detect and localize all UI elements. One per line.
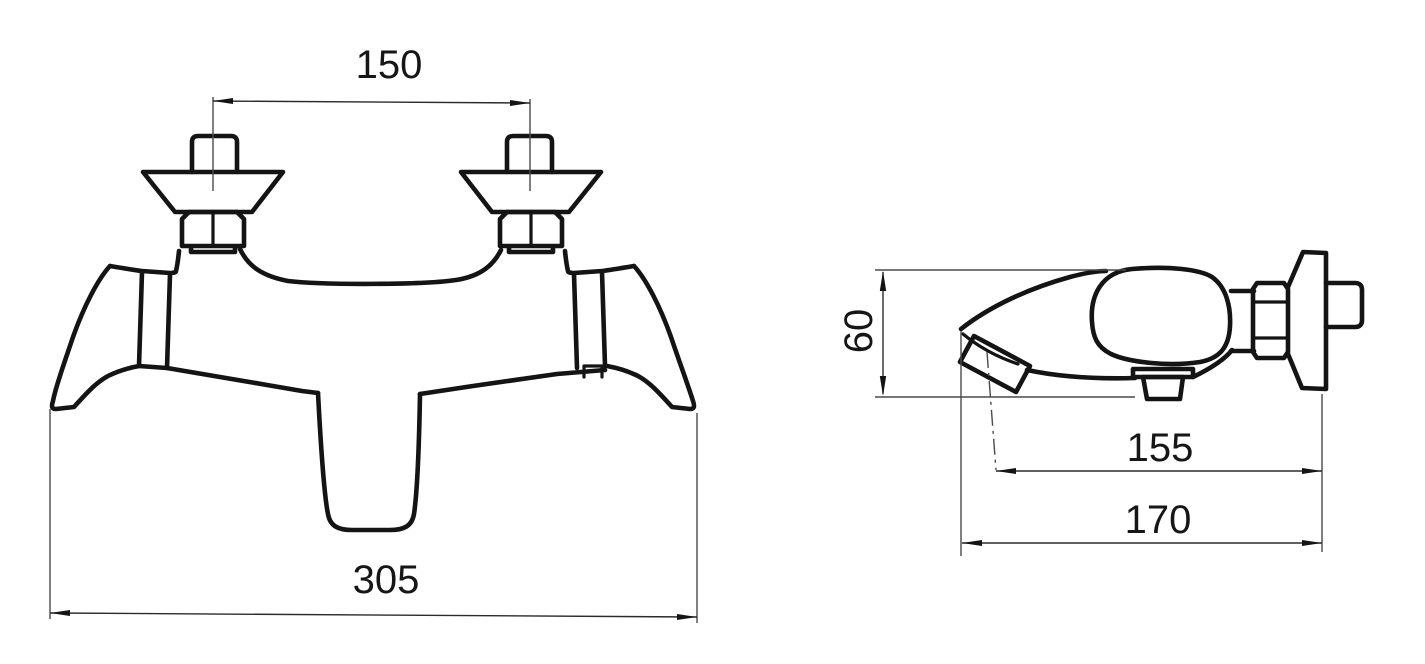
dim-305-extension-lines — [49, 409, 698, 623]
aerator-outline — [957, 333, 1033, 395]
dim-170-arrow-right — [1302, 540, 1322, 546]
side-nut-facets — [1252, 300, 1289, 340]
left-connector-stud — [189, 133, 240, 175]
dim-150-arrow-left — [213, 98, 233, 104]
dim-60-label: 60 — [837, 309, 881, 354]
dim-150-label: 150 — [356, 43, 423, 87]
outlet-box — [1140, 374, 1186, 402]
left-handle-wing — [49, 263, 142, 412]
right-connector-flange — [458, 169, 604, 215]
diverter-detail — [582, 364, 604, 379]
dim-305: 305 — [49, 409, 698, 623]
dim-305-arrow-left — [50, 610, 70, 616]
aerator-detail-line — [979, 371, 1005, 387]
left-connector-washer — [188, 244, 238, 255]
dim-155: 155 — [996, 426, 1322, 474]
right-wing-top-edge — [562, 248, 637, 276]
left-connector-flange — [140, 169, 286, 215]
dim-60-arrow-top — [879, 271, 887, 291]
right-connector-nut — [497, 209, 565, 249]
dim-155-arrow-left — [996, 468, 1016, 474]
side-body-top-edge — [958, 268, 1109, 332]
wall-flange — [1285, 249, 1329, 392]
body-saddle — [237, 246, 504, 287]
right-connector — [458, 133, 604, 255]
dim-60-arrow-bottom — [879, 376, 887, 396]
right-connector-washer — [506, 244, 556, 255]
right-handle-wing — [604, 263, 697, 412]
side-hex-nut — [1250, 280, 1291, 361]
dim-150-arrow-right — [510, 100, 530, 106]
dim-305-line — [49, 612, 698, 618]
left-connector-nut — [179, 209, 247, 249]
handle-cap — [1089, 265, 1233, 367]
side-view: 60 155 170 — [837, 249, 1365, 556]
side-body-underside — [1024, 367, 1138, 381]
dim-170-arrow-left — [962, 540, 982, 546]
side-nut-outline — [1250, 280, 1291, 361]
wall-stud — [1323, 280, 1365, 330]
left-wing-top-edge — [107, 248, 182, 276]
dim-170-label: 170 — [1125, 498, 1192, 542]
dim-305-arrow-right — [677, 614, 697, 620]
right-joint-band — [571, 269, 608, 371]
left-joint-band — [136, 269, 173, 371]
aerator — [957, 333, 1033, 395]
dim-150-extension-lines — [212, 97, 531, 191]
side-neck — [1228, 288, 1257, 354]
spout-mouth-line — [961, 332, 1020, 366]
dim-60-extension-lines — [875, 269, 1135, 398]
front-view: 150 305 — [49, 43, 698, 623]
dim-150-line — [212, 100, 531, 104]
aerator-centerline — [986, 351, 997, 471]
dim-60: 60 — [837, 269, 1135, 398]
bottom-outlet — [1130, 366, 1196, 402]
dim-155-label: 155 — [1127, 426, 1194, 470]
body-bottom-left — [136, 363, 321, 396]
dim-150: 150 — [212, 43, 531, 191]
front-spout — [315, 390, 423, 533]
left-connector — [140, 133, 286, 255]
dim-155-arrow-right — [1302, 468, 1322, 474]
body-bottom-right — [417, 367, 608, 397]
dim-170: 170 — [962, 498, 1322, 546]
dim-305-label: 305 — [353, 558, 420, 602]
